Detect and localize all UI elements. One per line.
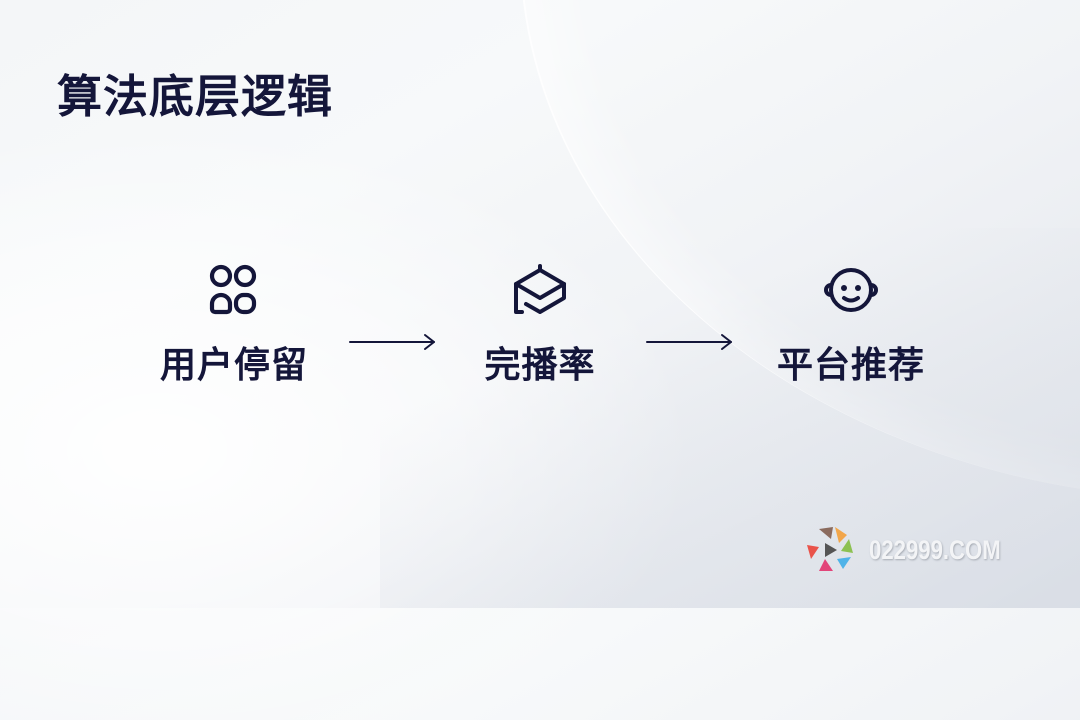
flow-node-label: 用户停留 (159, 345, 308, 386)
flow-node-user-retention: 用户停留 (134, 258, 334, 388)
four-circles-grid-icon (209, 264, 257, 315)
watermark-text: 022999.COM (869, 534, 1001, 565)
watermark-logo-icon (807, 527, 853, 571)
slide-title: 算法底层逻辑 (57, 70, 334, 123)
flow-node-platform-recommendation: 平台推荐 (751, 258, 951, 388)
background-curve (520, 0, 1080, 500)
flow-node-completion-rate: 完播率 (440, 258, 640, 388)
graduation-cap-icon (514, 264, 566, 314)
background-sheen (0, 120, 700, 720)
right-arrow-icon (646, 334, 732, 350)
flow-node-label: 平台推荐 (776, 345, 925, 386)
watermark: 022999.COM (803, 523, 1030, 577)
baby-face-icon (824, 268, 878, 312)
flow-node-label: 完播率 (484, 345, 596, 386)
right-arrow-icon (349, 334, 435, 350)
